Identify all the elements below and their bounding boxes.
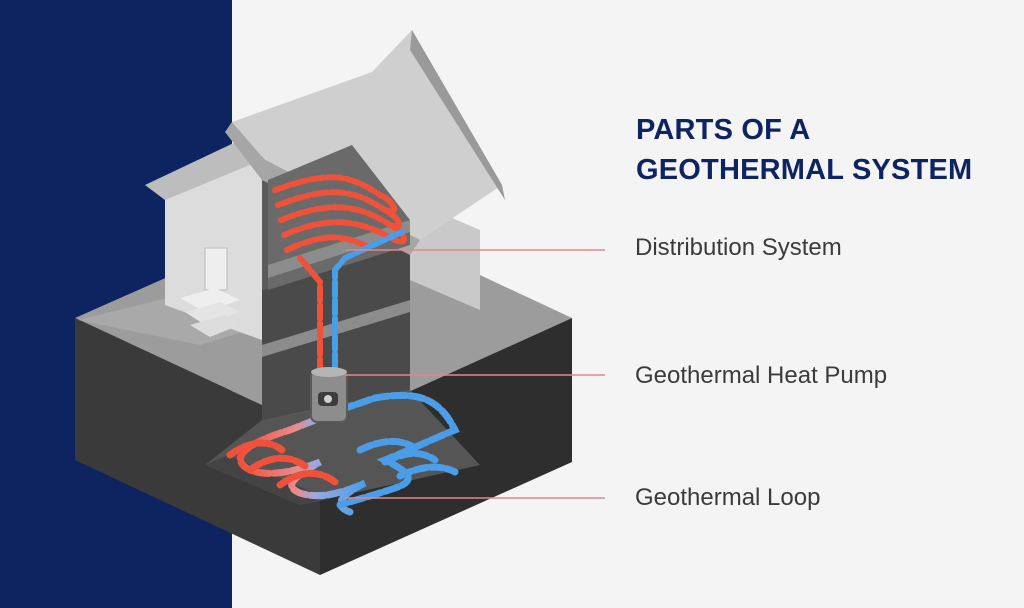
callout-geothermal-heat-pump: Geothermal Heat Pump xyxy=(635,362,888,389)
page-title-line1: PARTS OF A xyxy=(636,114,811,146)
heat-pump-unit xyxy=(310,367,348,423)
page-title-line2: GEOTHERMAL SYSTEM xyxy=(636,154,973,186)
riser-pipes xyxy=(297,229,405,378)
leader-lines xyxy=(345,249,605,499)
callout-geothermal-loop: Geothermal Loop xyxy=(635,484,821,511)
callout-distribution-system: Distribution System xyxy=(635,234,842,261)
distribution-coils xyxy=(272,174,407,253)
geothermal-loop xyxy=(226,391,460,516)
page-title: PARTS OF A GEOTHERMAL SYSTEM xyxy=(636,110,1006,190)
